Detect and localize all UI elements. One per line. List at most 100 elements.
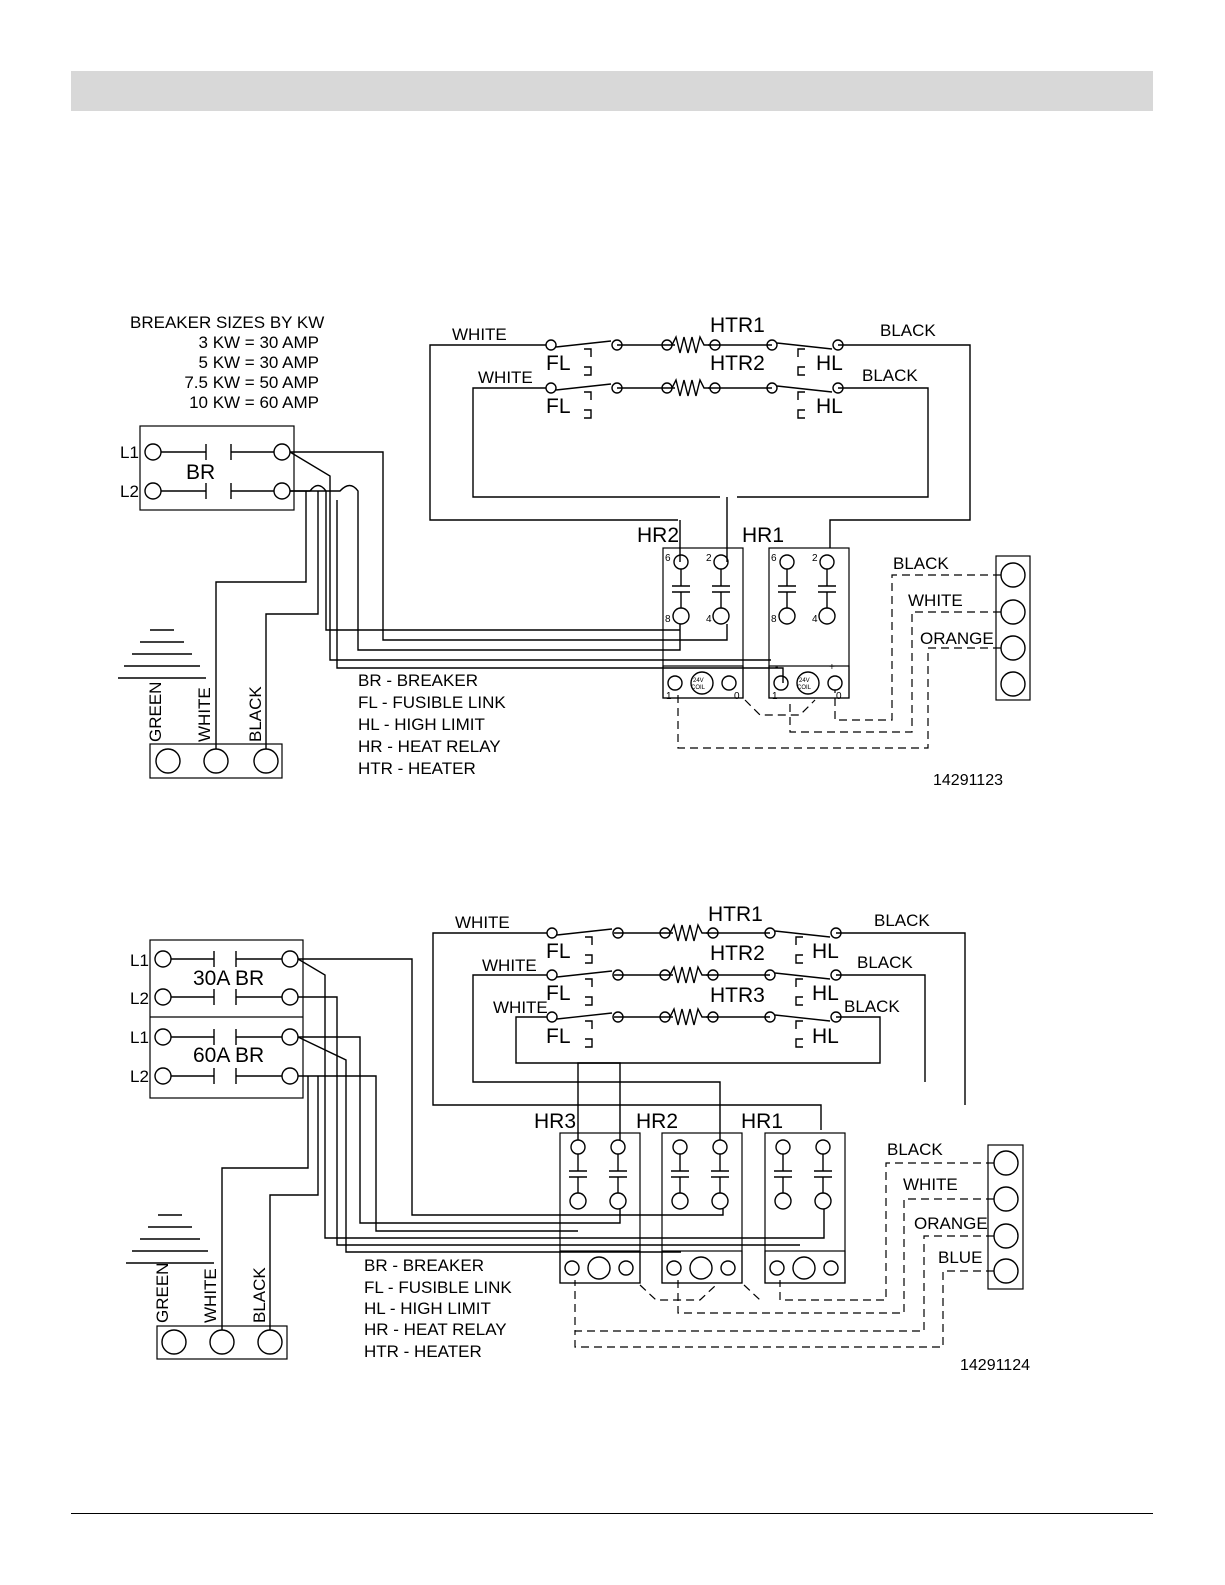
svg-text:8: 8 (771, 614, 777, 625)
svg-text:COIL: COIL (691, 685, 706, 691)
wire-green-label: GREEN (153, 1263, 172, 1323)
heater-label: HTR2 (710, 942, 765, 965)
wire-orange-label: ORANGE (920, 629, 994, 648)
relay-hr3: HR3 (534, 1110, 641, 1284)
wire-white-label: WHITE (908, 591, 963, 610)
wire-white-label: WHITE (903, 1175, 958, 1194)
wire-black-label: BLACK (887, 1140, 943, 1159)
svg-text:4: 4 (706, 614, 712, 625)
wire-white-label: WHITE (482, 956, 537, 975)
footer-rule (71, 1513, 1153, 1514)
legend-item: HR - HEAT RELAY (364, 1320, 507, 1339)
svg-text:+: + (829, 662, 835, 673)
relay-label: HR2 (637, 524, 679, 547)
heater-circuit: WHITE WHITE WHITE BLACK BLACK BLACK HTR1… (432, 903, 966, 1140)
thermostat-terminal-block: BLACK WHITE ORANGE (677, 554, 1031, 749)
legend-item: BR - BREAKER (364, 1256, 484, 1275)
part-number: 14291123 (933, 772, 1003, 789)
svg-text:0: 0 (836, 691, 842, 702)
diagram-2: L1 L2 30A BR L1 L2 60A BR WHITE WHITE WH… (125, 903, 1030, 1374)
relay-hr2: HR2 6 2 8 4 1 0 24V COIL (637, 524, 744, 702)
fl-label: FL (546, 982, 571, 1005)
wire-black-label: BLACK (862, 366, 918, 385)
svg-text:2: 2 (706, 553, 712, 564)
relay-label: HR1 (742, 524, 784, 547)
legend-item: FL - FUSIBLE LINK (364, 1278, 512, 1297)
legend-item: HR - HEAT RELAY (358, 737, 501, 756)
relay-hr1: HR1 6 2 8 4 1 0 - + 24V COIL (742, 524, 850, 702)
breaker-br: L1 L2 BR (120, 425, 295, 511)
hl-label: HL (812, 982, 839, 1005)
breaker-sizes-title: BREAKER SIZES BY KW (130, 313, 324, 332)
l1-label: L1 (120, 443, 139, 462)
relay-label: HR2 (636, 1110, 678, 1133)
svg-text:0: 0 (734, 691, 740, 702)
heater-label: HTR3 (710, 984, 765, 1007)
legend-item: BR - BREAKER (358, 671, 478, 690)
wire-white-label: WHITE (478, 368, 533, 387)
breaker-size-row: 5 KW = 30 AMP (199, 353, 319, 372)
hl-label: HL (816, 352, 843, 375)
svg-text:1: 1 (666, 691, 672, 702)
l1-label: L1 (130, 1028, 149, 1047)
svg-text:COIL: COIL (797, 685, 812, 691)
breaker-size-row: 7.5 KW = 50 AMP (184, 373, 319, 392)
thermostat-terminal-block: BLACK WHITE ORANGE BLUE (574, 1140, 1024, 1348)
legend-item: HL - HIGH LIMIT (358, 715, 485, 734)
fl-label: FL (546, 1025, 571, 1048)
header-bar (71, 71, 1153, 111)
svg-text:6: 6 (771, 553, 777, 564)
hl-label: HL (816, 395, 843, 418)
wire-blue-label: BLUE (938, 1248, 982, 1267)
wire-black-label: BLACK (857, 953, 913, 972)
hl-label: HL (812, 940, 839, 963)
relay-label: HR1 (741, 1110, 783, 1133)
l2-label: L2 (130, 1067, 149, 1086)
wire-white-label: WHITE (201, 1268, 220, 1323)
l2-label: L2 (120, 482, 139, 501)
breaker-60a: L1 L2 60A BR (130, 1028, 299, 1086)
svg-text:2: 2 (812, 553, 818, 564)
wire-black-label: BLACK (874, 911, 930, 930)
l1-label: L1 (130, 951, 149, 970)
svg-text:6: 6 (665, 553, 671, 564)
relay-hr1: HR1 (741, 1110, 846, 1284)
svg-text:1: 1 (772, 691, 778, 702)
hl-label: HL (812, 1025, 839, 1048)
relay-hr2: HR2 (636, 1110, 743, 1284)
wire-orange-label: ORANGE (914, 1214, 988, 1233)
relay-label: HR3 (534, 1110, 576, 1133)
part-number: 14291124 (960, 1357, 1030, 1374)
wire-black-label: BLACK (246, 686, 265, 742)
wire-white-label: WHITE (493, 998, 548, 1017)
breaker-label: BR (186, 461, 215, 484)
legend-item: HL - HIGH LIMIT (364, 1299, 491, 1318)
wire-black-label: BLACK (844, 997, 900, 1016)
breaker-size-row: 3 KW = 30 AMP (199, 333, 319, 352)
wire-white-label: WHITE (195, 687, 214, 742)
svg-text:24V: 24V (693, 678, 704, 684)
svg-text:4: 4 (812, 614, 818, 625)
wire-white-label: WHITE (452, 325, 507, 344)
wire-white-label: WHITE (455, 913, 510, 932)
breaker-size-row: 10 KW = 60 AMP (189, 393, 319, 412)
breaker-30a: L1 L2 30A BR (130, 939, 304, 1099)
svg-text:24V: 24V (799, 678, 810, 684)
heater-label: HTR1 (708, 903, 763, 926)
diagram-1: BREAKER SIZES BY KW 3 KW = 30 AMP 5 KW =… (117, 313, 1031, 789)
wire-black-label: BLACK (880, 321, 936, 340)
legend-item: HTR - HEATER (358, 759, 476, 778)
l2-label: L2 (130, 989, 149, 1008)
heater-circuit: WHITE WHITE BLACK BLACK HTR1 HTR2 FL FL … (429, 314, 971, 548)
wire-black-label: BLACK (250, 1267, 269, 1323)
wire-green-label: GREEN (146, 682, 165, 742)
heater-label: HTR2 (710, 352, 765, 375)
fl-label: FL (546, 352, 571, 375)
legend-item: HTR - HEATER (364, 1342, 482, 1361)
breaker-label: 30A BR (193, 967, 264, 990)
fl-label: FL (546, 940, 571, 963)
legend-item: FL - FUSIBLE LINK (358, 693, 506, 712)
fl-label: FL (546, 395, 571, 418)
svg-text:8: 8 (665, 614, 671, 625)
